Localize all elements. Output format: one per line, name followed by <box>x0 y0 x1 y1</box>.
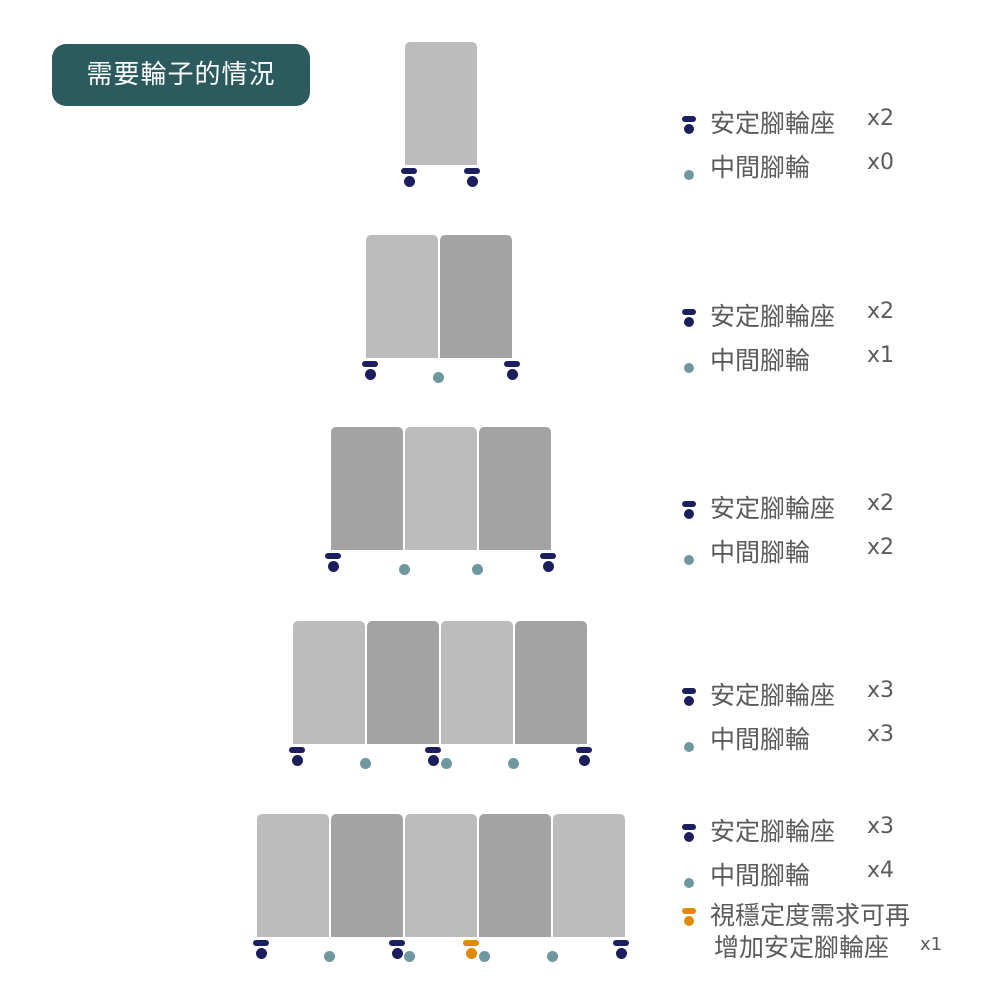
stable-caster-icon-wheel <box>684 124 694 134</box>
stable-caster-wheel <box>615 948 627 959</box>
legend-label: 安定腳輪座 <box>710 302 836 331</box>
middle-caster <box>440 758 452 769</box>
stable-caster-plate <box>362 361 378 367</box>
middle-caster-icon <box>684 878 694 888</box>
middle-caster-icon <box>684 363 694 373</box>
screen-panel <box>553 814 625 937</box>
middle-caster <box>403 951 415 962</box>
stable-caster-icon-wheel <box>684 832 694 842</box>
stable-caster-wheel <box>291 755 303 766</box>
optional-caster-icon-plate <box>682 908 696 914</box>
stable-caster-plate <box>504 361 520 367</box>
screen-panel <box>440 235 512 358</box>
title-badge: 需要輪子的情況 <box>52 44 310 106</box>
stable-caster-wheel <box>391 948 403 959</box>
legend-count: x0 <box>867 150 895 175</box>
legend-label: 中間腳輪 <box>710 346 811 375</box>
stable-caster-plate <box>253 940 269 946</box>
stable-caster-plate <box>464 168 480 174</box>
screen-panel <box>257 814 329 937</box>
stable-caster-icon-plate <box>682 116 696 122</box>
legend-count: x2 <box>867 106 895 131</box>
stable-caster-icon-plate <box>682 309 696 315</box>
screen-panel <box>331 814 403 937</box>
legend-label: 安定腳輪座 <box>710 494 836 523</box>
stable-caster-plate <box>540 553 556 559</box>
legend-label: 中間腳輪 <box>710 153 811 182</box>
legend-count: x1 <box>867 343 895 368</box>
stable-caster-plate <box>425 747 441 753</box>
legend-label: 視穩定度需求可再 <box>710 901 911 930</box>
legend-label: 中間腳輪 <box>710 861 811 890</box>
legend-label: 安定腳輪座 <box>710 817 836 846</box>
legend-count: x2 <box>867 491 895 516</box>
middle-caster-icon <box>684 555 694 565</box>
middle-caster <box>398 564 410 575</box>
stable-caster-icon-plate <box>682 501 696 507</box>
middle-caster <box>478 951 490 962</box>
stable-caster-wheel <box>542 561 554 572</box>
screen-panel <box>515 621 587 744</box>
screen-panel <box>293 621 365 744</box>
optional-caster-wheel <box>465 948 477 959</box>
stable-caster-wheel <box>327 561 339 572</box>
middle-caster <box>432 372 444 383</box>
stable-caster-wheel <box>506 369 518 380</box>
screen-panel <box>331 427 403 550</box>
middle-caster <box>471 564 483 575</box>
middle-caster-icon <box>684 170 694 180</box>
screen-panel <box>405 814 477 937</box>
legend-count: x2 <box>867 535 895 560</box>
stable-caster-plate <box>401 168 417 174</box>
stable-caster-icon-plate <box>682 824 696 830</box>
screen-panel <box>441 621 513 744</box>
legend-label-2: 增加安定腳輪座 <box>714 933 890 962</box>
screen-panel <box>366 235 438 358</box>
stable-caster-plate <box>289 747 305 753</box>
screen-panel <box>479 427 551 550</box>
legend-count: x3 <box>867 722 895 747</box>
middle-caster <box>323 951 335 962</box>
stable-caster-wheel <box>578 755 590 766</box>
stable-caster-wheel <box>255 948 267 959</box>
optional-caster-plate <box>463 940 479 946</box>
stable-caster-icon-wheel <box>684 696 694 706</box>
stable-caster-plate <box>389 940 405 946</box>
legend-label: 安定腳輪座 <box>710 681 836 710</box>
legend-label: 安定腳輪座 <box>710 109 836 138</box>
middle-caster-icon <box>684 742 694 752</box>
legend-count: x3 <box>867 814 895 839</box>
screen-panel <box>367 621 439 744</box>
stable-caster-plate <box>613 940 629 946</box>
screen-panel <box>405 42 477 165</box>
screen-panel <box>479 814 551 937</box>
legend-count: x3 <box>867 678 895 703</box>
stable-caster-wheel <box>427 755 439 766</box>
stable-caster-wheel <box>403 176 415 187</box>
stable-caster-plate <box>576 747 592 753</box>
middle-caster <box>546 951 558 962</box>
screen-panel <box>405 427 477 550</box>
stable-caster-icon-wheel <box>684 317 694 327</box>
legend-count: x4 <box>867 858 895 883</box>
legend-count: x1 <box>920 934 943 955</box>
middle-caster <box>359 758 371 769</box>
legend-label: 中間腳輪 <box>710 725 811 754</box>
stable-caster-wheel <box>466 176 478 187</box>
stable-caster-icon-plate <box>682 688 696 694</box>
legend-label: 中間腳輪 <box>710 538 811 567</box>
stable-caster-wheel <box>364 369 376 380</box>
stable-caster-icon-wheel <box>684 509 694 519</box>
middle-caster <box>507 758 519 769</box>
stable-caster-plate <box>325 553 341 559</box>
optional-caster-icon-wheel <box>684 916 694 926</box>
legend-count: x2 <box>867 299 895 324</box>
